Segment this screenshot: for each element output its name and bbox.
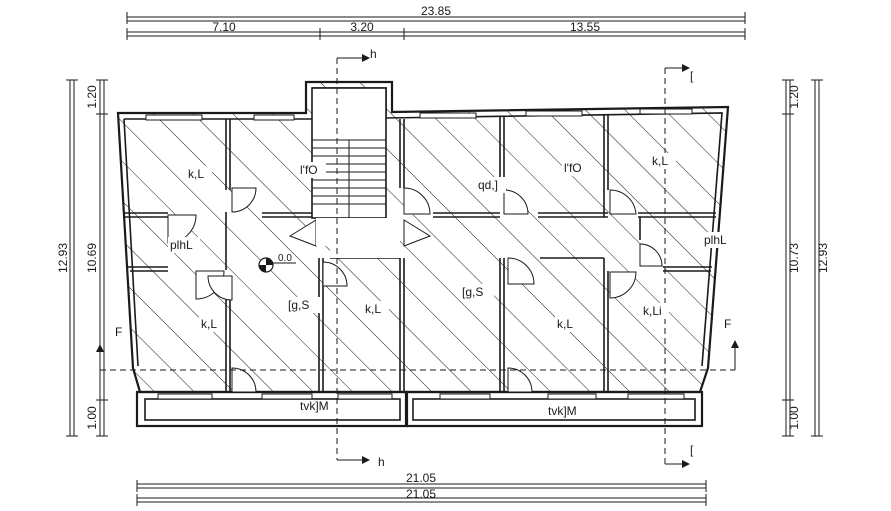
room-label-hall-left: [g,S [288, 298, 309, 312]
dim-top-segment-2: 3.20 [350, 20, 374, 34]
room-label-bath-right: plhL [704, 233, 727, 247]
section-mark-bracket-top: [ [690, 69, 694, 83]
balcony-right-outline [404, 390, 704, 428]
dim-top-segment-3: 13.55 [570, 20, 600, 34]
room-labels: k,L l'fO qd,] l'fO k,L plhL plhL k,L [g,… [168, 153, 734, 418]
top-dimension-chain: 23.85 7.10 3.20 13.55 [126, 4, 746, 40]
section-mark-f-right: F [724, 317, 731, 331]
windows [145, 108, 693, 400]
room-label-balcony-left: tvk]M [300, 399, 329, 413]
left-dimension-chain: 12.93 1.20 10.69 1.00 [56, 79, 108, 437]
room-label-top-right: k,L [652, 154, 668, 168]
dim-left-top: 1.20 [85, 85, 99, 109]
room-label-hall-center: [g,S [462, 285, 483, 299]
dim-bottom-1: 21.05 [406, 471, 436, 485]
building-body [116, 80, 730, 428]
level-marker-icon [258, 257, 296, 273]
dim-top-segment-1: 7.10 [212, 20, 236, 34]
room-label-mid-right: k,Li [643, 304, 662, 318]
outer-wall [116, 80, 730, 394]
section-cuts [96, 54, 739, 468]
section-mark-h-top: h [370, 47, 377, 61]
dim-right-bottom: 1.00 [787, 406, 801, 430]
right-dimension-chain: 1.20 10.73 1.00 12.93 [782, 79, 830, 437]
room-label-top-second: l'fO [300, 163, 318, 177]
room-label-top-fourth: qd,] [478, 178, 498, 192]
room-label-mid-second: k,L [365, 302, 381, 316]
dim-left-middle: 10.69 [85, 243, 99, 273]
dim-left-bottom: 1.00 [85, 406, 99, 430]
room-label-balcony-right: tvk]M [548, 404, 577, 418]
dim-right-top: 1.20 [787, 85, 801, 109]
section-mark-f-left: F [115, 325, 122, 339]
bottom-dimension-chain: 21.05 21.05 [136, 471, 707, 506]
level-marker-value: 0.0 [278, 253, 292, 264]
dim-left-overall: 12.93 [56, 243, 70, 273]
dim-right-middle: 10.73 [787, 243, 801, 273]
section-mark-h-bottom: h [378, 455, 385, 469]
doors [167, 187, 663, 393]
balcony-left-inner [144, 398, 401, 421]
room-label-bath-left: plhL [170, 238, 193, 252]
section-mark-bracket-bottom: [ [690, 443, 694, 457]
dim-top-overall: 23.85 [421, 4, 451, 18]
room-label-top-fifth: l'fO [564, 161, 582, 175]
room-label-mid-fourth: k,L [557, 317, 573, 331]
dim-bottom-2: 21.05 [406, 487, 436, 501]
room-label-mid-left: k,L [201, 317, 217, 331]
dim-right-overall: 12.93 [816, 243, 830, 273]
room-label-top-left: k,L [188, 167, 204, 181]
